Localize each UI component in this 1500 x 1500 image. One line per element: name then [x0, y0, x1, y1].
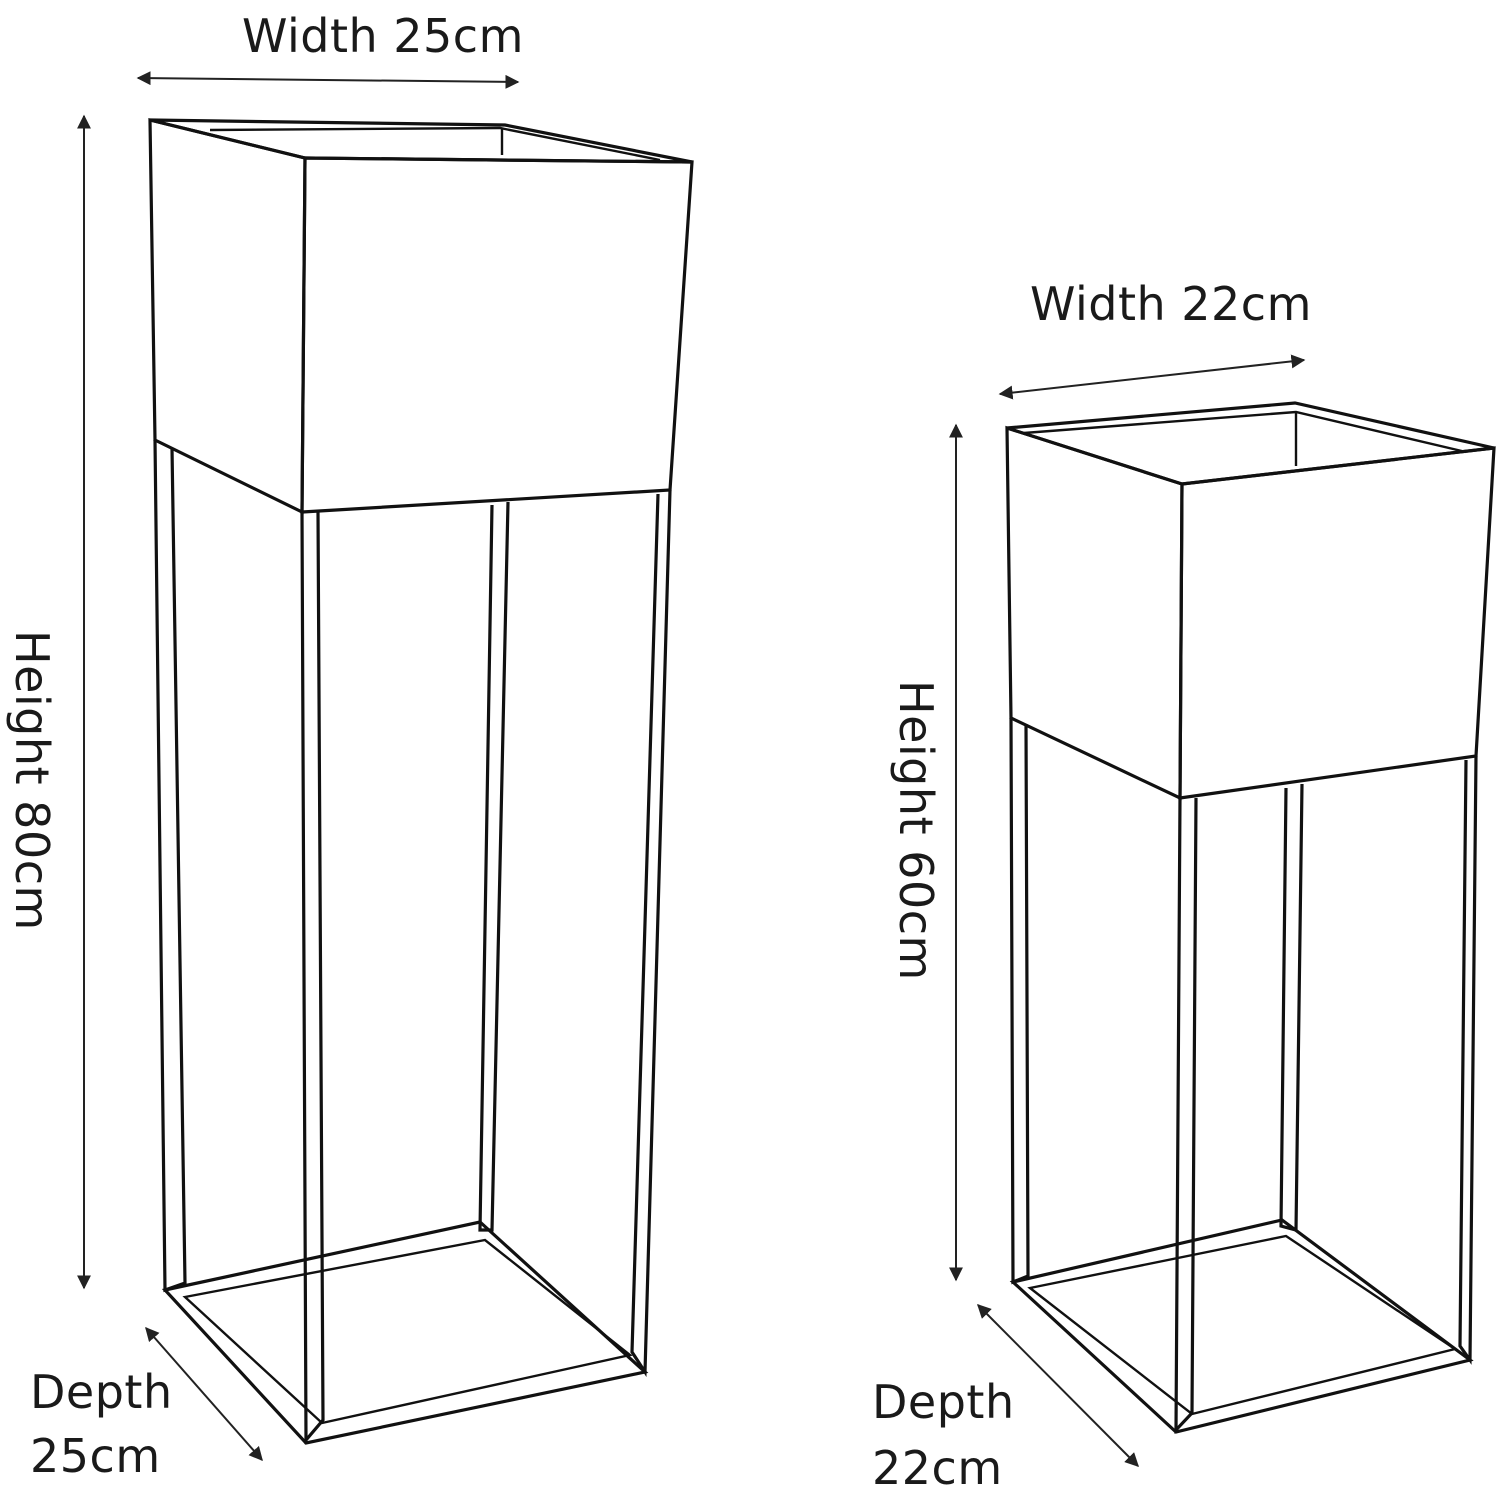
- large-depth-dimension-line: [145, 1326, 263, 1462]
- large-planter-stand: Width 25cm Height 80cm Depth 25cm: [5, 9, 694, 1483]
- large-stand-frame: [153, 439, 672, 1445]
- large-width-dimension-line: [136, 71, 520, 89]
- small-stand-frame: [1009, 717, 1478, 1435]
- large-depth-label: Depth: [30, 1365, 173, 1419]
- small-planter-box: [1005, 401, 1496, 801]
- large-depth-value-label: 25cm: [30, 1429, 161, 1483]
- small-depth-value-label: 22cm: [872, 1441, 1003, 1495]
- small-width-dimension-line: [998, 354, 1306, 400]
- small-width-label: Width 22cm: [1030, 277, 1312, 331]
- small-depth-dimension-line: [977, 1304, 1139, 1467]
- large-height-label: Height 80cm: [5, 630, 59, 931]
- small-height-label: Height 60cm: [889, 680, 943, 981]
- small-depth-label: Depth: [872, 1375, 1015, 1429]
- large-width-label: Width 25cm: [242, 9, 524, 63]
- small-planter-stand: Width 22cm Height 60cm Depth 22cm: [872, 277, 1496, 1495]
- large-planter-box: [148, 117, 694, 515]
